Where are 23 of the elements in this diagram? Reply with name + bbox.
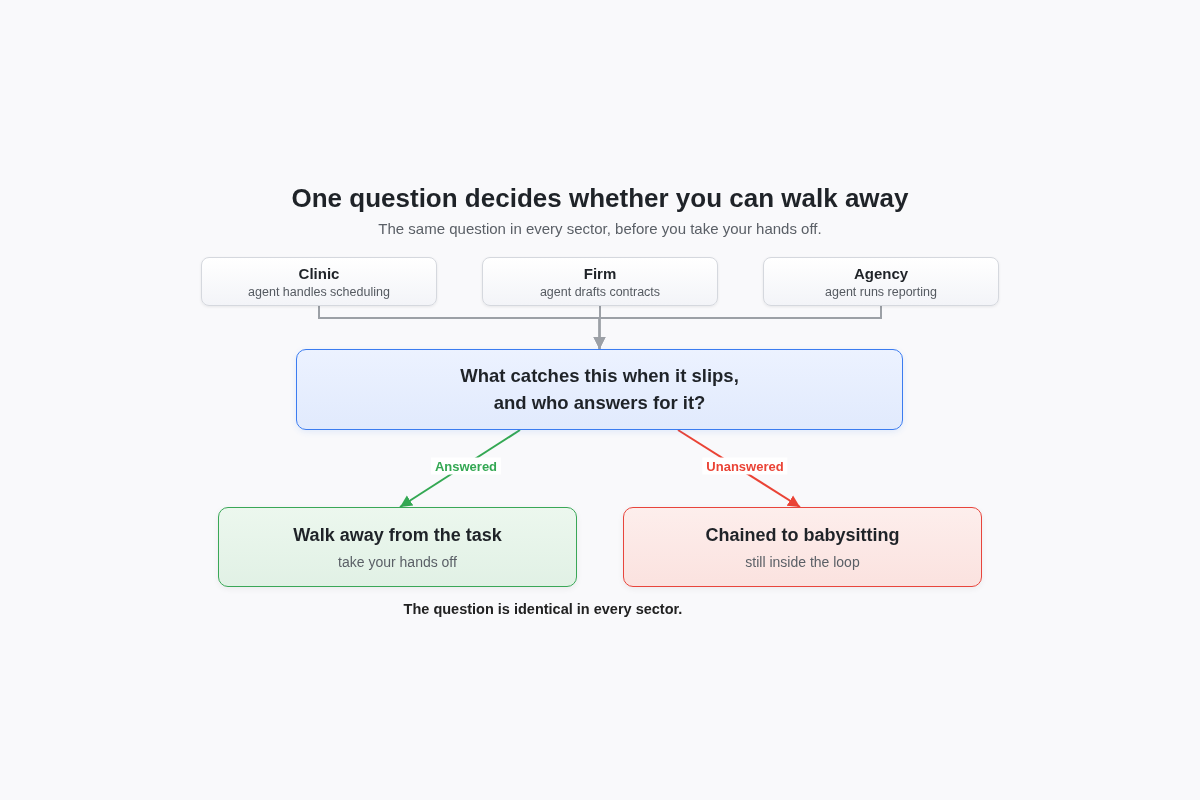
sector-card (482, 257, 718, 306)
outcome-box (218, 507, 577, 587)
edge-label: Unanswered (702, 457, 788, 474)
outcome-subtitle: still inside the loop (745, 553, 860, 570)
card-subtitle: agent drafts contracts (539, 284, 661, 299)
caption: The question is identical in every sector. (403, 601, 683, 617)
diagram-title: One question decides whether you can walk away (291, 183, 909, 214)
card-title: Firm (583, 264, 617, 282)
card-subtitle: agent handles scheduling (248, 284, 390, 299)
outcome-title: Chained to babysitting (705, 524, 900, 546)
edge-label: Answered (430, 457, 502, 474)
sector-card (201, 257, 437, 306)
arrow (593, 305, 882, 350)
card-title: Agency (853, 264, 909, 282)
outcome-subtitle: take your hands off (338, 553, 457, 570)
sector-card (763, 257, 999, 306)
outcome-box (623, 507, 982, 587)
question-text: What catches this when it slips, and who answers for it? (459, 364, 740, 415)
question-box (296, 349, 903, 430)
diagram-subtitle: The same question in every sector, before you take your hands off. (378, 220, 822, 237)
card-title: Clinic (298, 264, 340, 282)
outcome-title: Walk away from the task (293, 524, 502, 546)
card-subtitle: agent runs reporting (825, 284, 937, 299)
